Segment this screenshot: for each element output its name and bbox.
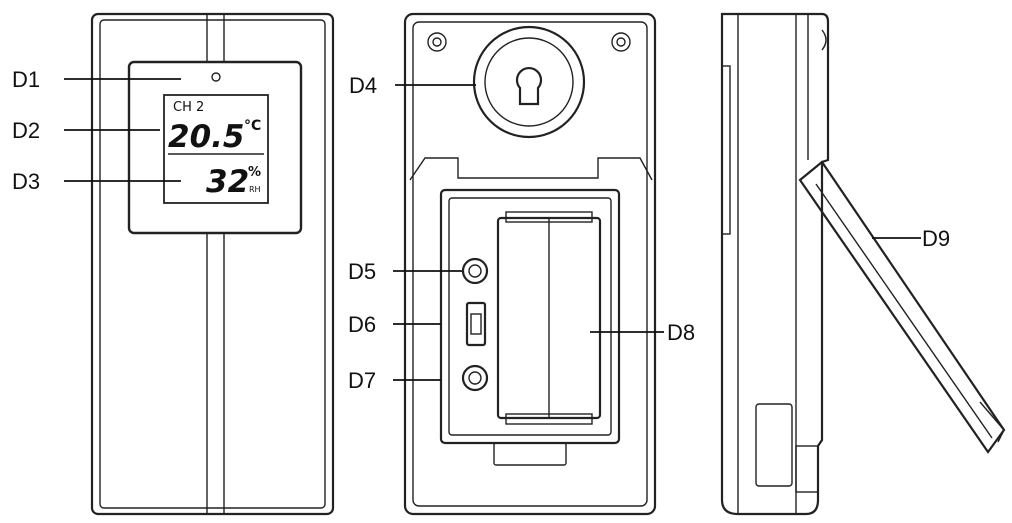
button-d5-core <box>468 264 482 278</box>
wall-hanger-inner <box>484 37 574 127</box>
battery-door-tab <box>493 442 567 466</box>
front-housing <box>90 12 335 516</box>
back-housing <box>403 12 657 516</box>
stand-leg-inner <box>815 183 993 439</box>
back-view: D4 D5 D6 D7 D8 <box>348 12 695 516</box>
lcd-screen <box>163 94 269 204</box>
stand-foot <box>979 401 1005 443</box>
battery-contacts-top <box>505 211 593 223</box>
screw-left-core <box>432 37 442 47</box>
callout-d2: D2 <box>12 118 40 143</box>
side-housing <box>720 12 830 516</box>
callout-d1: D1 <box>12 67 40 92</box>
led-indicator <box>211 72 221 82</box>
side-clip <box>755 403 793 487</box>
stand-recess <box>409 157 653 181</box>
battery-door-lip <box>448 197 612 436</box>
lcd-channel: CH 2 <box>173 100 204 115</box>
callout-d3: D3 <box>12 169 40 194</box>
lcd-temperature-unit: °C <box>244 118 261 134</box>
callout-d5: D5 <box>348 259 376 284</box>
callout-d6: D6 <box>348 312 376 337</box>
lcd-temperature: 20.5 <box>168 119 245 155</box>
button-d5[interactable] <box>461 257 489 285</box>
channel-switch-knob <box>470 313 482 335</box>
side-window-edge <box>721 65 731 235</box>
screw-right-core <box>616 37 626 47</box>
front-view: CH 2 20.5 °C 32 % RH D1 D2 D3 <box>12 12 335 516</box>
lcd-humidity: 32 <box>206 164 249 200</box>
back-housing-inner-edge <box>412 21 648 507</box>
button-d7[interactable] <box>461 364 489 392</box>
lcd-humidity-sub: RH <box>249 185 261 194</box>
side-view: D9 <box>720 12 1006 516</box>
side-top-knob <box>821 29 827 51</box>
side-bottom-tab <box>795 445 819 493</box>
wall-hanger-outer <box>472 25 586 139</box>
callout-d9: D9 <box>922 226 950 251</box>
button-d7-core <box>468 371 482 385</box>
callout-d4: D4 <box>349 73 377 98</box>
lcd-humidity-unit: % <box>248 165 261 180</box>
callout-d7: D7 <box>348 368 376 393</box>
battery-contacts-bottom <box>505 413 593 425</box>
keyhole-slot <box>515 66 543 106</box>
front-housing-inner-edge <box>99 19 326 509</box>
channel-switch-d6[interactable] <box>465 301 487 347</box>
screw-left <box>427 32 447 52</box>
callout-d8: D8 <box>667 320 695 345</box>
screw-right <box>611 32 631 52</box>
